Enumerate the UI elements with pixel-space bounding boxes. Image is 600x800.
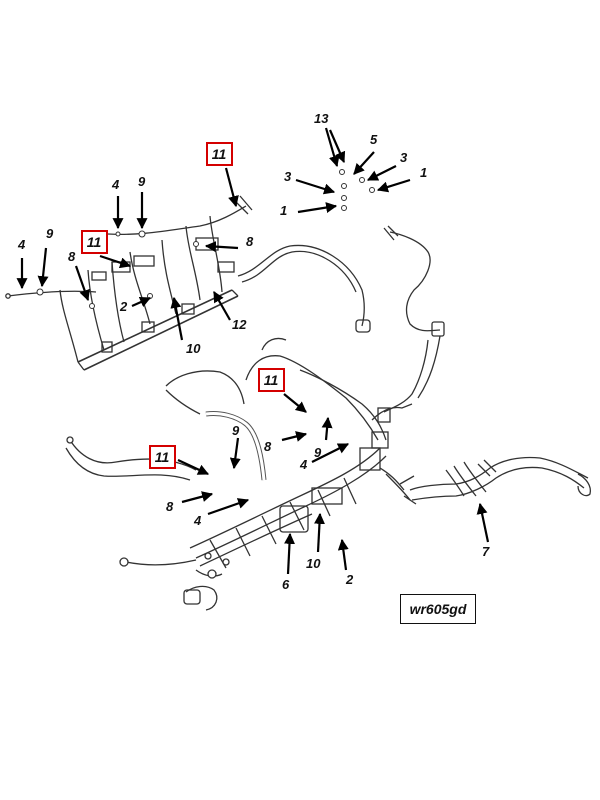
callout-2-lower: 2 [346,572,354,587]
reference-code: wr605gd [409,601,467,617]
callout-8-lower-left: 8 [166,499,174,514]
callout-11-lower-left: 11 [149,445,176,469]
callout-6: 6 [282,577,290,592]
callout-4-left: 4 [18,237,26,252]
part-7-harness [399,456,592,505]
callout-8-lower-middle: 8 [264,439,272,454]
callout-11-middle: 11 [258,368,285,392]
callout-10-lower: 10 [306,556,321,571]
callout-3-right: 3 [400,150,408,165]
callout-12: 12 [232,317,247,332]
callout-1-left: 1 [280,203,288,218]
callout-2-upper: 2 [120,299,128,314]
callout-arrows [16,127,490,575]
callout-9-left: 9 [46,226,54,241]
callout-9-lower-right: 9 [314,445,322,460]
right-branch-harness [383,225,445,413]
callout-13: 13 [314,111,329,126]
callout-11-top: 11 [206,142,233,166]
reference-code-box: wr605gd [400,594,476,624]
callout-5: 5 [370,132,378,147]
lower-harness [65,337,413,611]
callout-1-right: 1 [420,165,428,180]
callout-8-upper-right: 8 [246,234,254,249]
callout-4-lower-right: 4 [300,457,308,472]
callout-8-upper-left: 8 [68,249,76,264]
callout-10-upper: 10 [186,341,201,356]
callout-4-lower-left: 4 [194,513,202,528]
callout-7: 7 [482,544,490,559]
callout-4-upper: 4 [112,177,120,192]
callout-9-lower-left: 9 [232,423,240,438]
callout-9-upper: 9 [138,174,146,189]
callout-3-left: 3 [284,169,292,184]
callout-11-upper-left: 11 [81,230,108,254]
